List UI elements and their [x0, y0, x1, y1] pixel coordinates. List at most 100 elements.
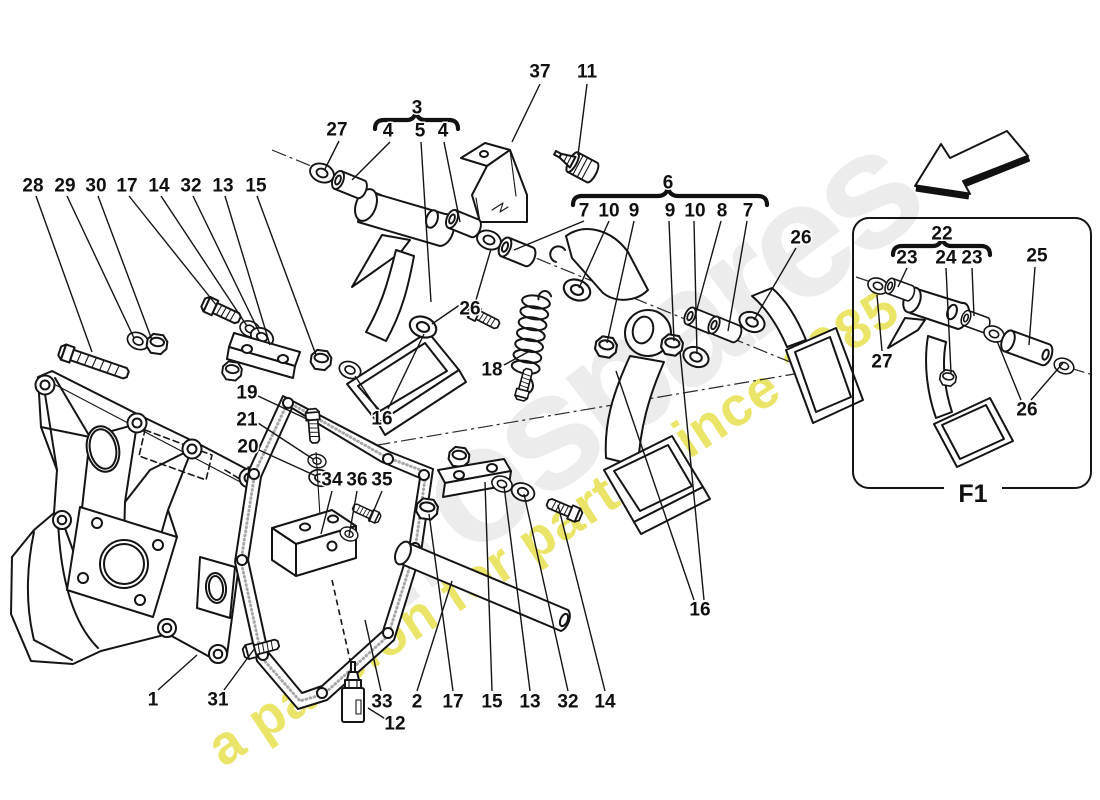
- leader-line: [128, 195, 218, 307]
- part-label-24: 24: [935, 248, 957, 269]
- sensor-12: [341, 661, 365, 723]
- part-label-12: 12: [384, 714, 405, 735]
- right-fastener-group: [414, 445, 585, 525]
- leader-line: [503, 485, 531, 692]
- leader-line: [387, 333, 425, 410]
- pivot-tube: [394, 540, 571, 632]
- part-label-8: 8: [717, 201, 728, 222]
- part-label-15: 15: [245, 176, 267, 197]
- leader-line: [324, 140, 340, 170]
- part-label-29: 29: [54, 176, 75, 197]
- part-label-23: 23: [896, 248, 917, 269]
- leader-line: [1030, 362, 1064, 401]
- leader-line: [224, 195, 271, 346]
- part-label-18: 18: [481, 360, 502, 381]
- part-label-14: 14: [148, 176, 170, 197]
- part-label-28: 28: [22, 176, 43, 197]
- leader-line: [420, 141, 432, 303]
- leader-line: [157, 654, 198, 691]
- leader-line: [557, 504, 606, 692]
- part-label-20: 20: [237, 437, 258, 458]
- leader-line: [348, 490, 358, 537]
- part-label-19: 19: [236, 383, 257, 404]
- leader-line: [971, 267, 975, 317]
- clamp-block-left: [226, 332, 301, 379]
- group-3-bracket: [372, 109, 461, 132]
- part-label-34: 34: [321, 470, 343, 491]
- leader-line: [1028, 266, 1036, 346]
- f1-inset: [852, 217, 1092, 504]
- leader-line: [257, 422, 314, 460]
- leader-line: [876, 294, 883, 352]
- brake-pedal: [549, 228, 711, 535]
- master-cylinder-flange: [66, 506, 178, 618]
- leader-line: [97, 195, 153, 341]
- part-label-22: 22: [931, 224, 952, 245]
- part-label-15: 15: [481, 692, 503, 713]
- leader-line: [192, 195, 261, 335]
- part-label-9: 9: [665, 201, 676, 222]
- part-label-4: 4: [438, 121, 449, 142]
- leader-line: [606, 220, 635, 344]
- group-6-bracket: [570, 185, 770, 208]
- leader-line: [668, 220, 675, 342]
- leader-line: [368, 490, 383, 523]
- pedal-support-plate: [10, 370, 260, 665]
- leader-line: [996, 340, 1022, 401]
- part-label-14: 14: [594, 692, 616, 713]
- leader-line: [351, 141, 391, 181]
- leader-line: [428, 513, 454, 692]
- part-label-1: 1: [148, 690, 159, 711]
- leader-line: [367, 707, 388, 721]
- part-label-26: 26: [790, 228, 811, 249]
- part-label-3: 3: [412, 98, 423, 119]
- part-label-7: 7: [579, 201, 590, 222]
- leader-line: [727, 220, 748, 332]
- part-label-10: 10: [684, 201, 705, 222]
- part-label-36: 36: [346, 470, 367, 491]
- leader-line: [753, 247, 797, 321]
- part-label-26: 26: [459, 299, 480, 320]
- leader-line: [35, 195, 93, 353]
- leader-line: [354, 375, 378, 410]
- group-brackets: [372, 109, 993, 258]
- part-label-6: 6: [663, 173, 674, 194]
- leader-line: [523, 493, 569, 692]
- part-label-10: 10: [598, 201, 619, 222]
- part-label-17: 17: [116, 176, 137, 197]
- part-label-27: 27: [871, 352, 892, 373]
- f1-label-patch: [944, 482, 1002, 504]
- leader-line: [503, 351, 529, 366]
- part-label-25: 25: [1026, 246, 1048, 267]
- part-label-27: 27: [326, 120, 347, 141]
- part-label-13: 13: [212, 176, 233, 197]
- block-34: [271, 509, 357, 577]
- accelerator-pedal: [751, 287, 864, 424]
- leader-line: [578, 220, 610, 289]
- part-label-11: 11: [577, 62, 598, 83]
- part-label-13: 13: [519, 692, 540, 713]
- part-label-37: 37: [529, 62, 550, 83]
- leader-line: [320, 490, 333, 535]
- leader-line: [897, 267, 908, 288]
- part-label-26: 26: [1016, 400, 1037, 421]
- leader-line: [256, 195, 317, 356]
- part-label-35: 35: [371, 470, 393, 491]
- leader-line: [364, 619, 382, 692]
- leader-line: [945, 267, 952, 374]
- group-22-bracket: [890, 235, 993, 258]
- part-label-5: 5: [415, 121, 426, 142]
- leader-line: [693, 220, 722, 321]
- leader-line: [223, 647, 256, 691]
- switch-11: [553, 150, 600, 184]
- leader-line: [66, 195, 135, 339]
- part-label-2: 2: [412, 692, 423, 713]
- leader-line: [431, 301, 465, 325]
- part-label-33: 33: [371, 692, 392, 713]
- leader-line: [258, 449, 317, 477]
- leader-line: [513, 220, 585, 251]
- leader-line: [443, 141, 461, 223]
- part-label-30: 30: [85, 176, 106, 197]
